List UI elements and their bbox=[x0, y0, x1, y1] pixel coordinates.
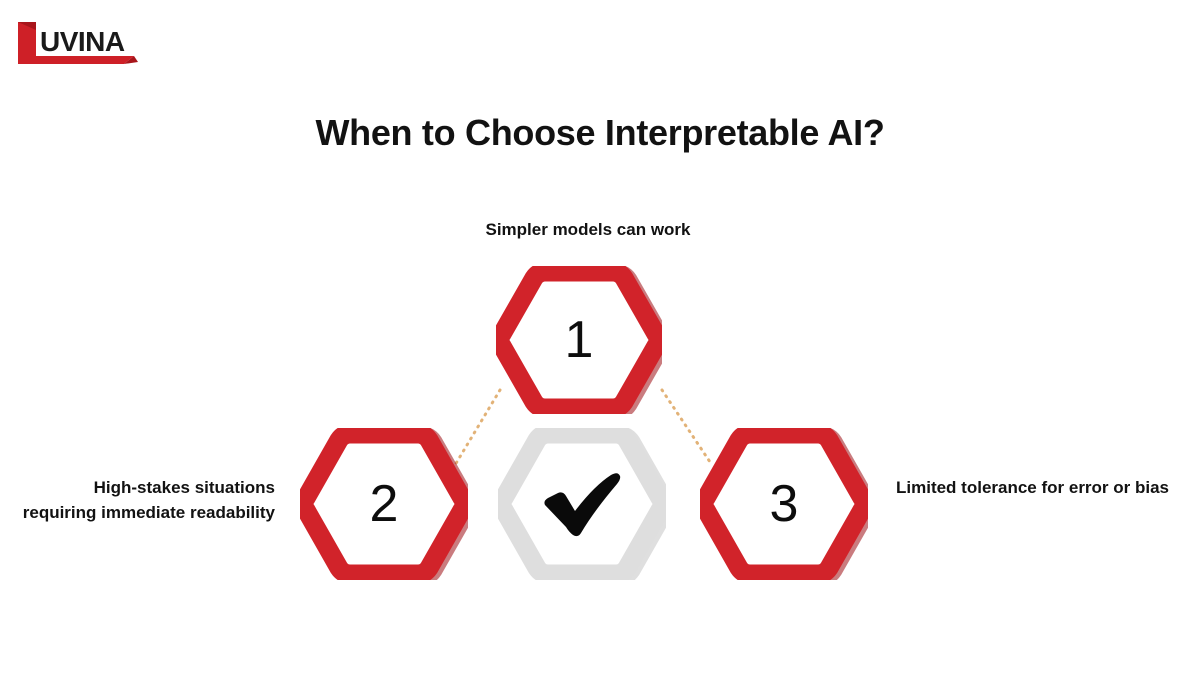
logo-l-bevel-top bbox=[18, 22, 36, 30]
hexagon-node-3[interactable]: 3 bbox=[700, 428, 868, 580]
hexagon-3-border bbox=[700, 428, 868, 580]
hexagon-2-shape bbox=[300, 428, 468, 580]
hexagon-node-center[interactable] bbox=[498, 428, 666, 580]
hexagon-1-number: 1 bbox=[564, 311, 594, 369]
caption-node-3: Limited tolerance for error or bias bbox=[896, 478, 1170, 497]
hexagon-3-number: 3 bbox=[769, 475, 799, 533]
hexagon-2-number: 2 bbox=[369, 475, 399, 533]
hexagon-3-shape bbox=[700, 428, 868, 580]
luvina-logo[interactable]: UVINA bbox=[14, 18, 144, 64]
hexagon-1-border bbox=[496, 266, 662, 414]
luvina-logo-mark: UVINA bbox=[18, 22, 138, 64]
logo-l-base bbox=[18, 56, 134, 64]
connector-line-1-to-2 bbox=[453, 388, 502, 467]
logo-l-vertical bbox=[18, 22, 36, 56]
connector-line-1-to-3 bbox=[660, 388, 714, 467]
logo-l-bevel-right bbox=[124, 56, 138, 64]
caption-node-1: Simpler models can work bbox=[485, 220, 691, 239]
caption-node-2: High-stakes situations requiring immedia… bbox=[22, 478, 275, 522]
hexagon-1-shape bbox=[496, 266, 662, 414]
check-icon bbox=[498, 428, 666, 580]
check-icon-glyph bbox=[544, 473, 621, 537]
hexagon-node-2[interactable]: 2 bbox=[300, 428, 468, 580]
hexagon-node-1[interactable]: 1 bbox=[496, 266, 662, 414]
page-title: When to Choose Interpretable AI? bbox=[315, 112, 885, 153]
logo-wordmark: UVINA bbox=[40, 26, 125, 57]
hexagon-2-border bbox=[300, 428, 468, 580]
